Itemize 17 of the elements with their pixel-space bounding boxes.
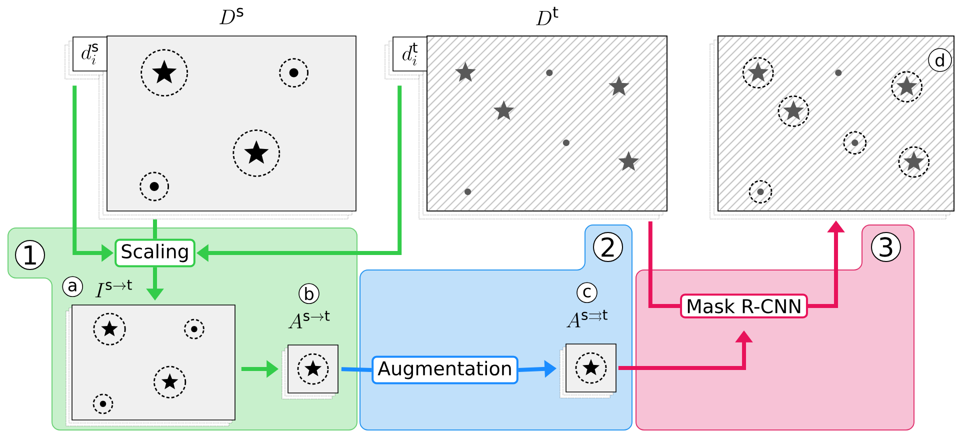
step-number: 3 xyxy=(871,232,901,262)
step-panel xyxy=(636,224,914,430)
step-number: 2 xyxy=(593,232,623,262)
process-box: Scaling xyxy=(114,238,196,268)
callout-letter: c xyxy=(576,282,598,303)
sample-tag: $d_i^{\mathrm{t}}$ xyxy=(384,36,428,80)
image-label: $I^{\mathrm{s}\rightarrow\mathrm{t}}$ xyxy=(95,280,132,298)
dataset-label: $D^{\mathrm{t}}$ xyxy=(536,6,558,26)
process-box: Augmentation xyxy=(372,356,518,384)
sample-tag: $d_i^{\mathrm{s}}$ xyxy=(64,36,108,80)
crop-label: $A^{\mathrm{s}\rightarrow\mathrm{t}}$ xyxy=(288,310,330,328)
crop-label: $A^{\mathrm{s}\rightrightarrows\mathrm{t}}$ xyxy=(566,310,608,328)
step-number: 1 xyxy=(15,240,45,270)
callout-letter: a xyxy=(62,276,83,297)
callout-letter: b xyxy=(298,283,320,304)
dataset-label: $D^{\mathrm{s}}$ xyxy=(220,8,244,24)
process-box: Mask R-CNN xyxy=(680,294,808,318)
